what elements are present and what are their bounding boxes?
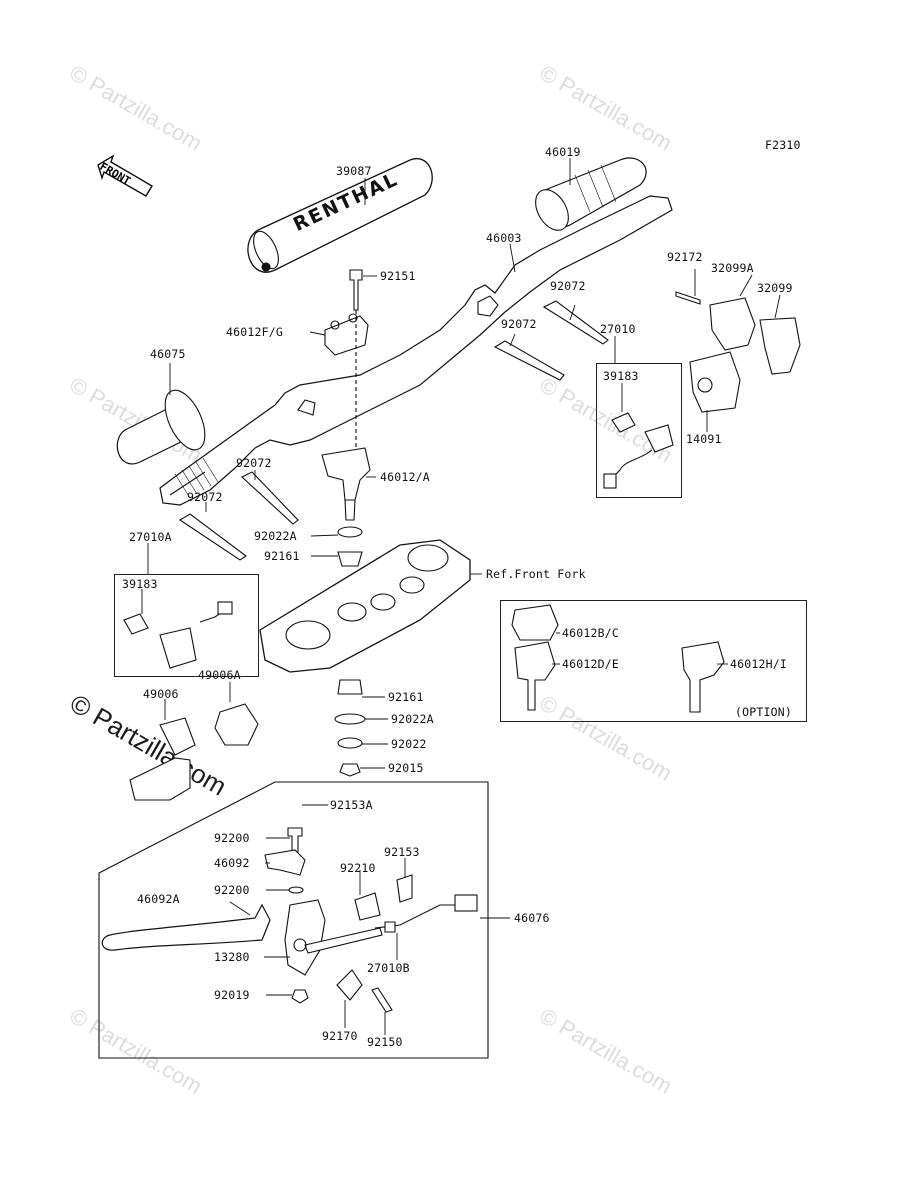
part-label: 27010B: [367, 961, 410, 975]
part-label: 92170: [322, 1029, 358, 1043]
part-label: 92200: [214, 831, 250, 845]
part-label: 39183: [603, 369, 639, 383]
part-label: 46019: [545, 145, 581, 159]
part-label: 92022A: [391, 712, 434, 726]
option-box: [500, 600, 807, 722]
part-label: 13280: [214, 950, 250, 964]
hot-start-lever: [129, 757, 191, 801]
part-label: 27010: [600, 322, 636, 336]
part-label: 32099: [757, 281, 793, 295]
part-label: 92161: [264, 549, 300, 563]
clamp-screw: [675, 291, 701, 305]
switch-housing: [611, 412, 636, 433]
part-label: 49006: [143, 687, 179, 701]
bar-pad: [247, 157, 433, 273]
cable-tie: [542, 300, 609, 345]
part-label: 92200: [214, 883, 250, 897]
part-label: 14091: [686, 432, 722, 446]
handlebar: [159, 195, 673, 506]
part-label: 92072: [236, 456, 272, 470]
part-label: 92150: [367, 1035, 403, 1049]
cable-tie: [241, 471, 299, 525]
diagram-code: F2310: [765, 138, 801, 152]
front-arrow-icon: [97, 154, 153, 197]
part-label: 46075: [150, 347, 186, 361]
cable-tie: [493, 340, 565, 381]
part-label: 46012D/E: [562, 657, 619, 671]
part-label: 27010A: [129, 530, 172, 544]
bolt: [349, 269, 363, 311]
upper-clamp: [324, 315, 369, 356]
part-label: 92022: [391, 737, 427, 751]
part-label: 46092A: [137, 892, 180, 906]
housing-14091: [689, 351, 741, 413]
part-label: 92172: [667, 250, 703, 264]
part-label: 92072: [550, 279, 586, 293]
part-label: 46092: [214, 856, 250, 870]
part-label: 46012/A: [380, 470, 430, 484]
clutch-perch: [284, 899, 326, 976]
reference-label: Ref.Front Fork: [486, 567, 586, 581]
part-label: 92019: [214, 988, 250, 1002]
part-label: 49006A: [198, 668, 241, 682]
lower-clamp: [321, 447, 371, 501]
part-label: 46003: [486, 231, 522, 245]
part-label: 92072: [187, 490, 223, 504]
part-label: 46012H/I: [730, 657, 787, 671]
part-label: 39087: [336, 164, 372, 178]
part-label: 46076: [514, 911, 550, 925]
cable-tie: [178, 513, 247, 561]
part-label: 32099A: [711, 261, 754, 275]
part-label: 39183: [122, 577, 158, 591]
part-label: 92153A: [330, 798, 373, 812]
part-label: 46012B/C: [562, 626, 619, 640]
part-label: 92022A: [254, 529, 297, 543]
part-label: 92015: [388, 761, 424, 775]
option-label: (OPTION): [735, 705, 792, 719]
part-label: 92210: [340, 861, 376, 875]
switch-kit-box-left: [114, 574, 259, 677]
adjuster-49006a: [214, 703, 259, 746]
switch-kit-box-right: [596, 363, 682, 498]
part-label: 92151: [380, 269, 416, 283]
part-label: 46012F/G: [226, 325, 283, 339]
clutch-lever: [101, 903, 271, 951]
switch-base: [759, 317, 801, 375]
part-label: 92072: [501, 317, 537, 331]
part-label: 92153: [384, 845, 420, 859]
switch-cover: [709, 297, 756, 351]
part-label: 92161: [388, 690, 424, 704]
